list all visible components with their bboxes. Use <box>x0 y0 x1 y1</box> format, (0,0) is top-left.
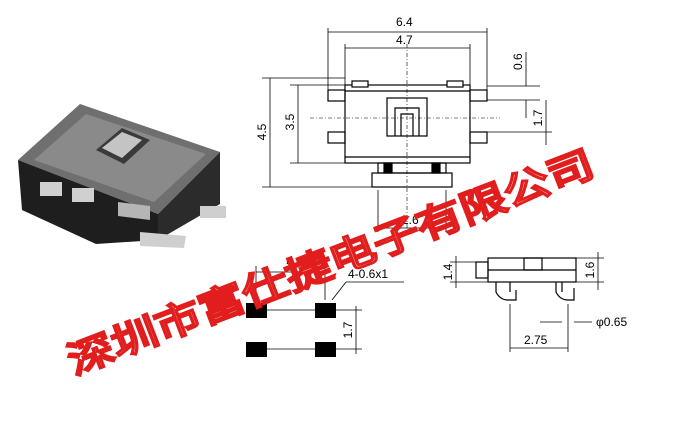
center-lines <box>310 44 500 228</box>
dim-pad-callout: 4-0.6x1 <box>348 267 388 281</box>
switch-photo <box>18 104 226 248</box>
dim-side-height-inner: 3.5 <box>283 113 297 130</box>
dimension-lines <box>262 28 552 232</box>
side-view-dimension-lines <box>450 252 604 352</box>
dim-pin-offset: 0.6 <box>511 53 525 70</box>
pad-layout-drawing <box>246 303 336 357</box>
pad-dimension-lines <box>255 266 404 354</box>
dim-right-small: 1.7 <box>531 109 545 126</box>
dim-side-view-width: 2.75 <box>524 333 548 347</box>
dim-top-width-inner: 4.7 <box>396 33 413 47</box>
dim-pad-spacing: 5 <box>286 257 293 271</box>
side-view-drawing <box>475 257 577 301</box>
dim-side-view-left: 1.4 <box>441 263 455 280</box>
dim-bottom-pitch: 2.6 <box>402 213 419 227</box>
dim-pin-diameter: φ0.65 <box>596 315 627 329</box>
dim-pad-height: 1.7 <box>341 321 355 338</box>
top-view-drawing <box>327 80 488 188</box>
dim-top-width-outer: 6.4 <box>396 15 413 29</box>
dim-side-view-right: 1.6 <box>583 261 597 278</box>
dim-side-height-outer: 4.5 <box>255 123 269 140</box>
